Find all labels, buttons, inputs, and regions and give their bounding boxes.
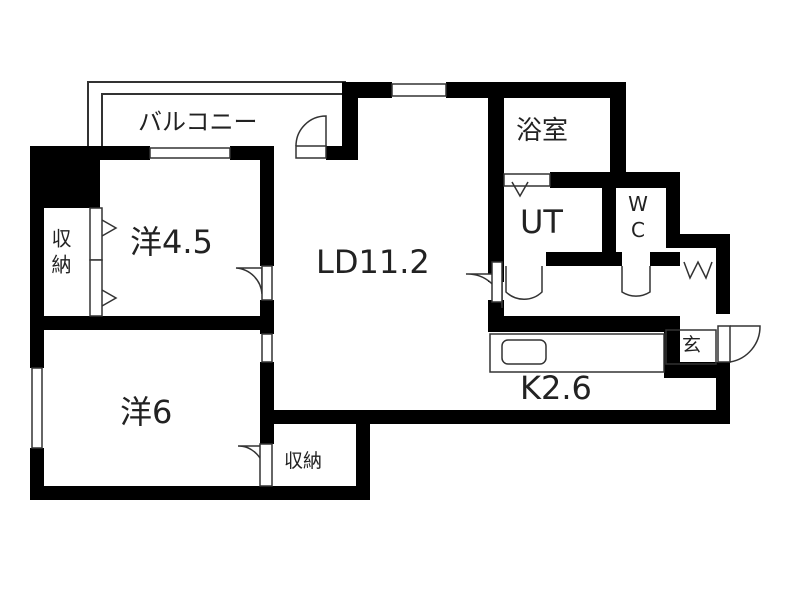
- room-label-western-6: 洋6: [120, 393, 173, 431]
- doors: [235, 115, 761, 487]
- room-label-ld: LD11.2: [316, 243, 430, 281]
- room-label-balcony: バルコニー: [138, 108, 258, 136]
- walls: [30, 82, 730, 500]
- room-label-kitchen: K2.6: [520, 369, 592, 407]
- windows: [31, 83, 447, 449]
- room-label-western-4-5: 洋4.5: [130, 223, 213, 261]
- balcony-outline: [87, 81, 346, 148]
- room-label-entrance: 玄: [682, 334, 702, 356]
- room-label-storage-bottom: 収納: [284, 450, 323, 472]
- room-label-bath: 浴室: [516, 116, 569, 146]
- room-label-wc: WC: [626, 192, 650, 244]
- kitchen-counter: [489, 329, 717, 373]
- room-label-ut: UT: [520, 203, 563, 241]
- room-label-storage-left: 収納: [48, 228, 72, 280]
- storage-markers: [89, 181, 713, 317]
